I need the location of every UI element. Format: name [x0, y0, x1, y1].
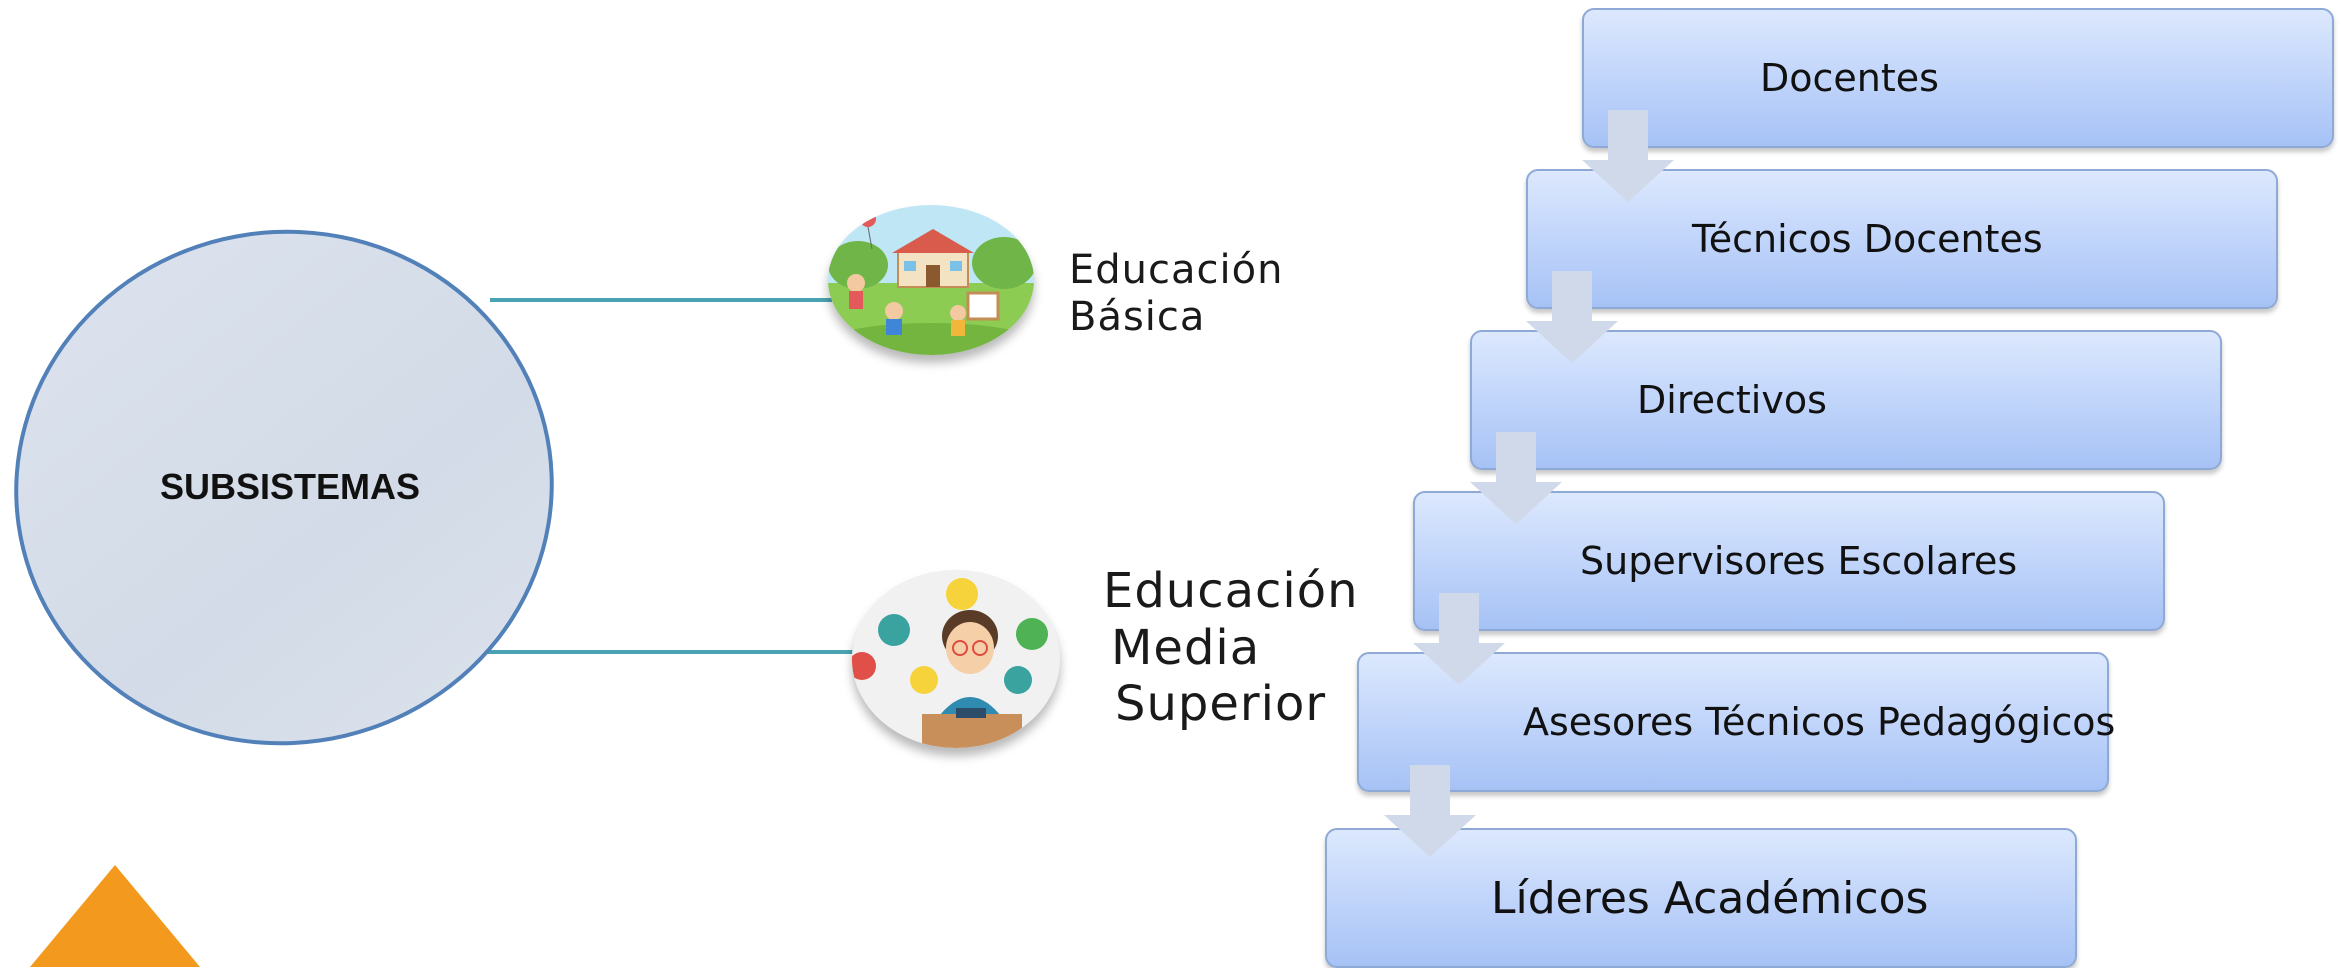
branch-label-line: Básica: [1069, 294, 1206, 341]
step-box: Líderes Académicos: [1325, 828, 2077, 968]
step-box: Docentes: [1582, 8, 2334, 148]
branch-label-basica: Educación Básica: [1069, 247, 1283, 341]
branch-label-line: Media: [1111, 619, 1261, 676]
teacher-illustration-icon: [852, 570, 1060, 748]
hub-label: SUBSISTEMAS: [159, 466, 421, 507]
down-arrow-icon: [1470, 432, 1562, 524]
down-arrow-icon: [1526, 271, 1618, 363]
school-illustration-icon: [828, 205, 1034, 355]
step-label: Asesores Técnicos Pedagógicos: [1523, 700, 2116, 744]
step-label: Supervisores Escolares: [1580, 539, 2018, 583]
down-arrow-icon: [1413, 593, 1505, 685]
branch-label-line: Superior: [1115, 676, 1327, 733]
step-label: Líderes Académicos: [1491, 872, 1929, 924]
step-label: Directivos: [1637, 378, 1827, 422]
step-label: Técnicos Docentes: [1692, 217, 2043, 261]
step-box: Supervisores Escolares: [1413, 491, 2165, 631]
down-arrow-icon: [1582, 110, 1674, 202]
corner-triangle-shape: [30, 865, 200, 967]
step-box: Técnicos Docentes: [1526, 169, 2278, 309]
branch-label-line: Educación: [1103, 563, 1359, 619]
step-box: Asesores Técnicos Pedagógicos: [1357, 652, 2115, 792]
down-arrow-icon: [1384, 765, 1476, 857]
step-label: Docentes: [1760, 56, 1939, 100]
step-box: Directivos: [1470, 330, 2222, 470]
branch-label-media: Educación Media Superior: [1103, 563, 1359, 733]
branch-label-line: Educación: [1069, 247, 1284, 293]
